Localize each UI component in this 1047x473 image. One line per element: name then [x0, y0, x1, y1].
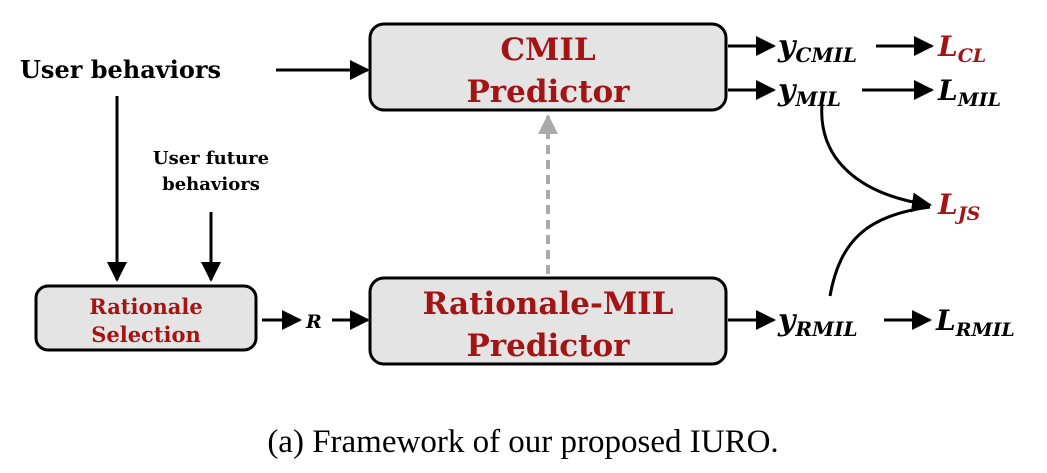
curve-ymil-to-ljs [820, 103, 932, 213]
loss-js: LJS [937, 188, 980, 225]
y-cmil-output: yCMIL [777, 29, 857, 67]
loss-rmil-base: L [935, 304, 956, 337]
y-cmil-base: y [777, 29, 798, 64]
y-mil-base: y [777, 73, 798, 108]
user-future-label-line2: behaviors [162, 174, 260, 195]
y-cmil-sub: CMIL [795, 43, 856, 67]
user-future-label-line1: User future [153, 148, 269, 169]
rationale-selection-box: Rationale Selection [34, 284, 258, 352]
cmil-predictor-box: CMIL Predictor [368, 22, 728, 112]
cmil-subtitle: Predictor [466, 74, 630, 110]
y-rmil-base: y [777, 303, 798, 338]
cmil-title: CMIL [500, 32, 595, 68]
loss-cl-sub: CL [958, 45, 986, 67]
loss-cl-base: L [937, 30, 958, 63]
rationale-selection-line2: Selection [91, 322, 201, 347]
y-mil-output: yMIL [777, 73, 841, 111]
loss-js-base: L [937, 188, 958, 221]
loss-mil-sub: MIL [957, 89, 1001, 111]
rationale-selection-line1: Rationale [89, 294, 202, 319]
y-rmil-sub: RMIL [794, 317, 857, 341]
y-mil-sub: MIL [794, 87, 841, 111]
rationale-mil-predictor-box: Rationale-MIL Predictor [368, 276, 728, 366]
figure-caption: (a) Framework of our proposed IURO. [267, 424, 778, 460]
loss-rmil-sub: RMIL [955, 319, 1015, 341]
loss-rmil: LRMIL [935, 304, 1015, 341]
loss-js-sub: JS [955, 203, 981, 225]
user-behaviors-label: User behaviors [20, 55, 221, 84]
r-label: R [305, 311, 322, 333]
loss-mil: LMIL [937, 74, 1001, 111]
y-rmil-output: yRMIL [777, 303, 858, 341]
rmil-title: Rationale-MIL [423, 286, 674, 322]
curve-yrmil-to-ljs [828, 205, 931, 297]
rmil-subtitle: Predictor [466, 328, 630, 364]
loss-mil-base: L [937, 74, 958, 107]
loss-cl: LCL [937, 30, 986, 67]
